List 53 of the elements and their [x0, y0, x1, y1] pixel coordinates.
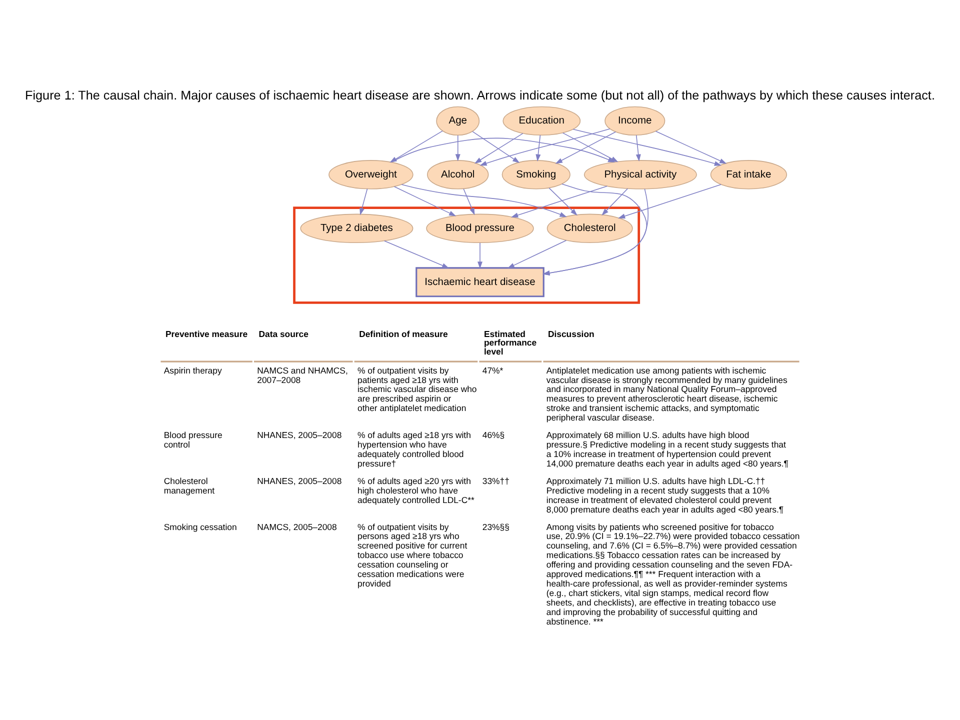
label: 46%§	[482, 430, 505, 440]
arrow	[548, 188, 578, 216]
arrow	[401, 184, 567, 218]
label: Data source	[258, 328, 308, 339]
label: NHANES, 2005–2008	[257, 430, 342, 440]
arrow	[572, 128, 722, 166]
arrow	[455, 135, 460, 162]
label: % of adults aged ≥20 yrs with high cholesterol who have adequately controlled LDL-C**	[358, 476, 474, 505]
label: 47%*	[482, 365, 504, 376]
arrow	[510, 186, 608, 218]
label: Discussion	[548, 328, 594, 339]
label: NAMCS and NHAMCS, 2007–2008	[257, 365, 348, 385]
arrow	[394, 186, 456, 216]
label: Smoking cessation	[164, 522, 237, 532]
node-ellipse: Smoking	[502, 160, 570, 190]
arrow	[463, 188, 475, 216]
label: Approximately 71 million U.S. adults have high LDL-C.†† Predictive modeling in a recent study suggests that a 10% increase in treatment of elevated cholesterol could prevent 8,000 premature deaths each year in adults aged <80 years.¶	[546, 476, 784, 514]
node-ellipse: Physical activity	[584, 160, 697, 190]
diagram-title: Figure 1: The causal chain. Major causes of ischaemic heart disease are shown. Arrows indicate some (but not all) of the pathways by which these causes interact.	[25, 88, 935, 102]
node-ellipse: Type 2 diabetes	[300, 214, 414, 244]
label: Definition of measure	[359, 328, 448, 339]
arrow	[555, 132, 616, 164]
arrow	[384, 240, 450, 268]
label: 33%††	[482, 476, 510, 486]
label: Antiplatelet medication use among patients with ischemic vascular disease is strongly recommended by many guidelines and incorporated in many National Quality Forum–approved measures to prevent atherosclerotic heart disease, ischemic stroke and transient ischemic attacks, and symptomatic peripheral vascular disease.	[546, 365, 788, 423]
label: Approximately 68 million U.S. adults have high blood pressure.§ Predictive modeling in a recent study suggests that a 10% increase in treatment of hypertension could prevent 14,000 premature deaths each year in adults aged <80 years.¶	[546, 430, 788, 469]
arrow	[636, 134, 641, 162]
label: Cholesterol management	[164, 476, 215, 496]
label: NAMCS, 2005–2008	[257, 522, 337, 532]
label: NHANES, 2005–2008	[257, 476, 342, 486]
node-ellipse: Education	[502, 106, 581, 136]
label: Estimated performance level	[484, 328, 537, 356]
label: 23%§§	[482, 522, 510, 532]
arrow	[507, 240, 567, 268]
node-ellipse: Overweight	[328, 160, 414, 190]
arrow	[602, 188, 628, 216]
arrow	[391, 138, 616, 163]
arrow	[655, 130, 727, 164]
label: Blood pressure control	[164, 430, 222, 450]
label: Aspirin therapy	[164, 365, 222, 376]
label: % of adults aged ≥18 yrs with hypertension who have adequately controlled blood pressure†	[358, 430, 471, 469]
arrow	[536, 134, 541, 162]
label: % of outpatient visits by patients aged ≥18 yrs with ischemic vascular disease who are prescribed aspirin or other antiplatelet medication	[358, 365, 477, 414]
label: Preventive measure	[165, 328, 248, 339]
arrow	[480, 128, 610, 166]
arrow	[618, 184, 722, 219]
arrow	[478, 242, 482, 269]
node-box: Ischaemic heart disease	[416, 267, 544, 298]
node-ellipse: Income	[604, 106, 666, 136]
label: % of outpatient visits by persons aged ≥18 yrs who screened positive for current tobacco use where tobacco cessation counseling or cessation medications were provided	[358, 522, 468, 589]
arrow	[360, 188, 368, 216]
label: Among visits by patients who screened positive for tobacco use, 20.9% (CI = 19.1%–22.7%) were provided tobacco cessation counseling, and 7.6% (CI = 6.5%–8.7%) were provided cessation medications.§§ Tobacco cessation rates can be increased by offering and providing cessation counseling and the seven FDA-approved medications.¶¶ *** Frequent interaction with a health-care professional, as well as provider-reminder systems (e.g., chart stickers, vital sign stamps, medical record flow sheets, and checklists), are effective in treating tobacco use and improving the probability of successful quitting and abstinence. ***	[546, 522, 800, 627]
node-ellipse: Age	[436, 106, 480, 136]
